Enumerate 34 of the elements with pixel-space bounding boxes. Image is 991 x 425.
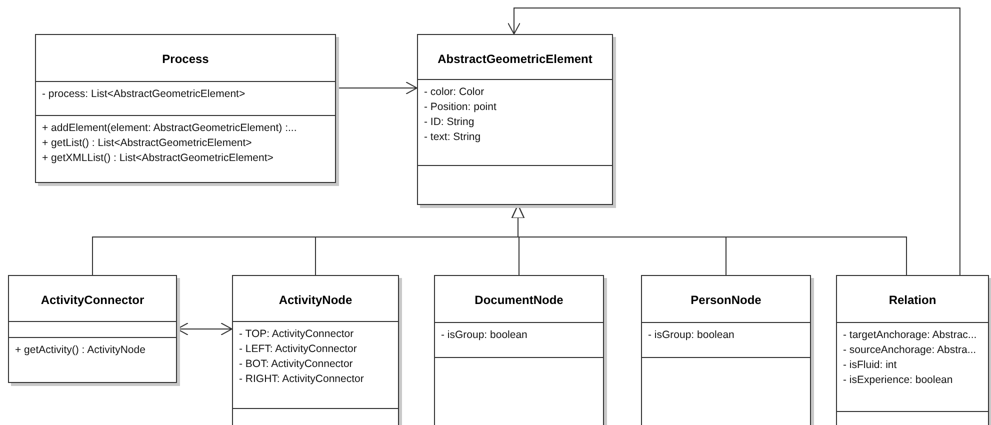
class-box bbox=[232, 275, 399, 425]
class-name: ActivityNode bbox=[278, 293, 354, 307]
class-name: ActivityConnector bbox=[40, 293, 146, 307]
class-box bbox=[8, 275, 177, 383]
class-box bbox=[836, 275, 989, 425]
member-text: - isFluid: int bbox=[843, 358, 897, 373]
member-text: - process: List<AbstractGeometricElement> bbox=[42, 87, 246, 102]
class-name: Process bbox=[161, 52, 210, 66]
member-text: - targetAnchorage: Abstrac... bbox=[843, 328, 977, 343]
class-box bbox=[434, 275, 604, 425]
member-text: - sourceAnchorage: Abstra... bbox=[843, 343, 976, 358]
class-name: PersonNode bbox=[690, 293, 762, 307]
class-name: AbstractGeometricElement bbox=[436, 52, 594, 66]
member-text: - isGroup: boolean bbox=[648, 328, 734, 343]
member-text: - BOT: ActivityConnector bbox=[239, 357, 353, 372]
member-text: + addElement(element: AbstractGeometricElement) :... bbox=[42, 121, 297, 136]
class-box bbox=[35, 34, 336, 183]
class-box bbox=[641, 275, 811, 425]
member-text: - RIGHT: ActivityConnector bbox=[239, 372, 364, 387]
member-text: + getActivity() : ActivityNode bbox=[15, 343, 146, 358]
member-text: - isExperience: boolean bbox=[843, 373, 953, 388]
class-name: DocumentNode bbox=[474, 293, 564, 307]
class-box bbox=[417, 34, 613, 205]
member-text: - color: Color bbox=[424, 85, 484, 100]
member-text: - LEFT: ActivityConnector bbox=[239, 342, 357, 357]
member-text: - Position: point bbox=[424, 100, 496, 115]
class-name: Relation bbox=[888, 293, 938, 307]
member-text: - text: String bbox=[424, 130, 481, 145]
association-arrow bbox=[508, 8, 960, 276]
member-text: - isGroup: boolean bbox=[441, 328, 528, 343]
member-text: + getList() : List<AbstractGeometricElement> bbox=[42, 136, 252, 151]
member-text: - TOP: ActivityConnector bbox=[239, 327, 354, 342]
member-text: + getXMLList() : List<AbstractGeometricElement> bbox=[42, 151, 274, 166]
member-text: - ID: String bbox=[424, 115, 474, 130]
